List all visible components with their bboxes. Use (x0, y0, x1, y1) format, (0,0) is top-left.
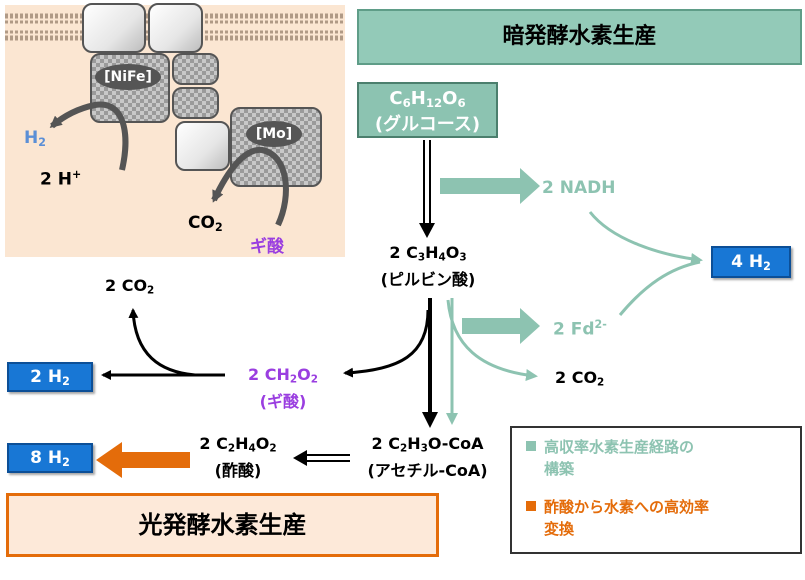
legend-teal-line1: 高収率水素生産経路の (544, 438, 695, 456)
fd-label: 2 Fd2- (553, 318, 607, 340)
legend-item-teal: 高収率水素生産経路の 構築 (526, 436, 694, 480)
legend-teal-line2: 構築 (544, 460, 575, 478)
acetylcoa-node: 2 C2H3O-CoA (アセチル-CoA) (350, 433, 505, 482)
formate-node: 2 CH2O2 (ギ酸) (228, 364, 338, 413)
photo-fermentation-title: 光発酵水素生産 (6, 493, 439, 557)
acetate-h2-orange-arrow (96, 442, 190, 478)
legend-box: 高収率水素生産経路の 構築 酢酸から水素への高効率 変換 (510, 426, 802, 554)
co2-left-label: 2 CO2 (105, 276, 155, 297)
pyruvate-node: 2 C3H4O3 (ピルビン酸) (372, 242, 484, 291)
enzyme-arrow-h2 (49, 101, 129, 171)
glucose-name: (グルコース) (374, 113, 481, 135)
legend-item-orange: 酢酸から水素への高効率 変換 (526, 496, 709, 540)
pyruvate-formula: 2 C3H4O3 (389, 243, 467, 264)
acetylcoa-acetate-arrow (293, 450, 307, 466)
h2-output-2: 2 H2 (7, 362, 93, 392)
h2-product: H2 (24, 128, 46, 149)
nife-label: [NiFe] (95, 64, 161, 90)
legend-orange-swatch (526, 501, 536, 511)
formic-acid-enzyme: ギ酸 (250, 237, 284, 257)
legend-orange-line1: 酢酸から水素への高効率 (544, 498, 710, 516)
acetate-formula: 2 C2H4O2 (199, 434, 277, 455)
glucose-box: C6H12O6 (グルコース) (357, 82, 498, 138)
formate-name: (ギ酸) (259, 391, 307, 411)
enzyme-block (172, 87, 219, 119)
enzyme-block (82, 3, 146, 53)
h2-output-4: 4 H2 (711, 246, 791, 278)
pyruvate-name: (ピルビン酸) (380, 269, 476, 289)
formate-co2-curve (128, 308, 196, 377)
pyruvate-acetylcoa-arrow (422, 412, 438, 428)
co2-product-enzyme: CO2 (188, 213, 223, 234)
enzyme-arrow-co2 (211, 146, 289, 227)
acetylcoa-formula: 2 C2H3O-CoA (371, 434, 484, 455)
acetylcoa-name: (アセチル-CoA) (367, 460, 488, 480)
dark-fermentation-title: 暗発酵水素生産 (357, 9, 802, 65)
glucose-pyruvate-arrow (419, 223, 435, 238)
nadh-label: 2 NADH (542, 178, 616, 198)
co2-right-label: 2 CO2 (555, 368, 605, 389)
glucose-formula: C6H12O6 (389, 88, 466, 110)
mo-label: [Mo] (246, 121, 302, 147)
enzyme-block (175, 121, 230, 171)
legend-teal-swatch (526, 441, 536, 451)
fd-block-arrow (462, 308, 540, 344)
acetate-name: (酢酸) (214, 460, 262, 480)
proton-label: 2 H+ (40, 168, 82, 190)
nadh-block-arrow (440, 168, 540, 204)
legend-orange-line2: 変換 (544, 520, 575, 538)
fd-to-h2-curve (618, 260, 701, 316)
enzyme-block (172, 53, 219, 85)
h2-output-8: 8 H2 (7, 443, 93, 473)
acetate-node: 2 C2H4O2 (酢酸) (188, 433, 288, 482)
pyruvate-formate-curve (343, 309, 430, 378)
formate-formula: 2 CH2O2 (248, 365, 318, 386)
nadh-to-h2-curve (588, 211, 703, 265)
enzyme-block (148, 3, 203, 53)
pyruvate-co2-curve (446, 299, 538, 381)
